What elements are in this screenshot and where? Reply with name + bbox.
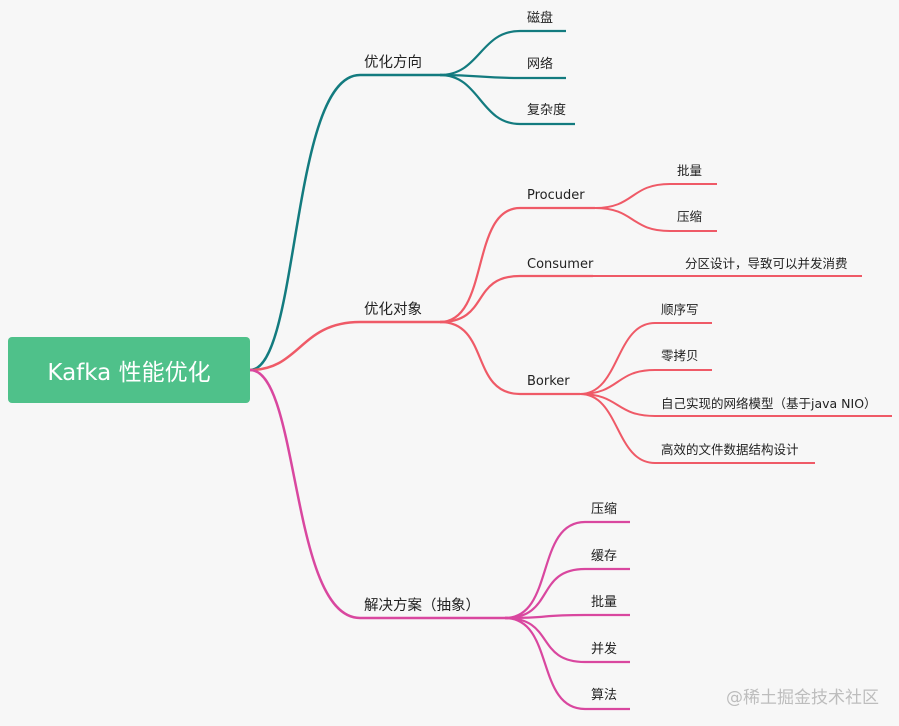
node-consumer[interactable]: Consumer [527, 257, 594, 272]
node-consumer-partition[interactable]: 分区设计，导致可以并发消费 [685, 256, 848, 271]
node-broker-netmodel[interactable]: 自己实现的网络模型（基于java NIO） [661, 396, 877, 411]
edge-broker-zerocopy [579, 369, 712, 395]
node-broker-filestruct[interactable]: 高效的文件数据结构设计 [661, 442, 799, 457]
root-node-label: Kafka 性能优化 [47, 360, 211, 386]
edge-direction-complexity [439, 73, 575, 126]
edge-broker-sequential [579, 322, 712, 395]
branch-target-label[interactable]: 优化对象 [364, 302, 422, 318]
node-producer-batch[interactable]: 批量 [677, 163, 703, 178]
node-network[interactable]: 网络 [527, 57, 554, 72]
node-producer[interactable]: Procuder [527, 188, 585, 203]
edge-direction-disk [439, 29, 566, 77]
edge-solution-algorithm [504, 616, 630, 711]
node-solution-batch[interactable]: 批量 [591, 595, 618, 610]
edge-solution-compress [504, 520, 630, 620]
edge-producer-compress [594, 207, 717, 232]
branch-direction-label[interactable]: 优化方向 [364, 55, 422, 71]
node-complexity[interactable]: 复杂度 [527, 103, 567, 118]
edge-broker-filestruct [579, 393, 815, 464]
node-solution-cache[interactable]: 缓存 [591, 549, 618, 564]
edge-broker-netmodel [579, 393, 892, 417]
edge-root-solution [249, 368, 508, 620]
branch-solution-label[interactable]: 解决方案（抽象） [364, 598, 480, 614]
edge-target-producer [439, 206, 595, 324]
edge-solution-batch [504, 613, 630, 620]
edge-target-consumer [439, 274, 593, 324]
edge-solution-cache [504, 567, 630, 620]
node-solution-compress[interactable]: 压缩 [591, 502, 618, 517]
node-disk[interactable]: 磁盘 [527, 11, 554, 26]
node-broker[interactable]: Borker [527, 374, 570, 389]
edge-root-target [249, 320, 445, 372]
watermark: @稀土掘金技术社区 [726, 688, 879, 708]
edge-solution-concurrency [504, 616, 630, 664]
node-solution-concurrency[interactable]: 并发 [591, 642, 618, 657]
node-broker-zerocopy[interactable]: 零拷贝 [661, 348, 699, 363]
edge-producer-batch [594, 183, 717, 209]
edge-direction-network [439, 73, 566, 80]
edge-target-broker [439, 320, 580, 396]
edge-root-direction [249, 73, 445, 372]
root-node[interactable]: Kafka 性能优化 [8, 337, 250, 403]
node-solution-algorithm[interactable]: 算法 [591, 688, 618, 703]
node-producer-compress[interactable]: 压缩 [677, 209, 703, 224]
node-broker-sequential[interactable]: 顺序写 [661, 302, 699, 317]
